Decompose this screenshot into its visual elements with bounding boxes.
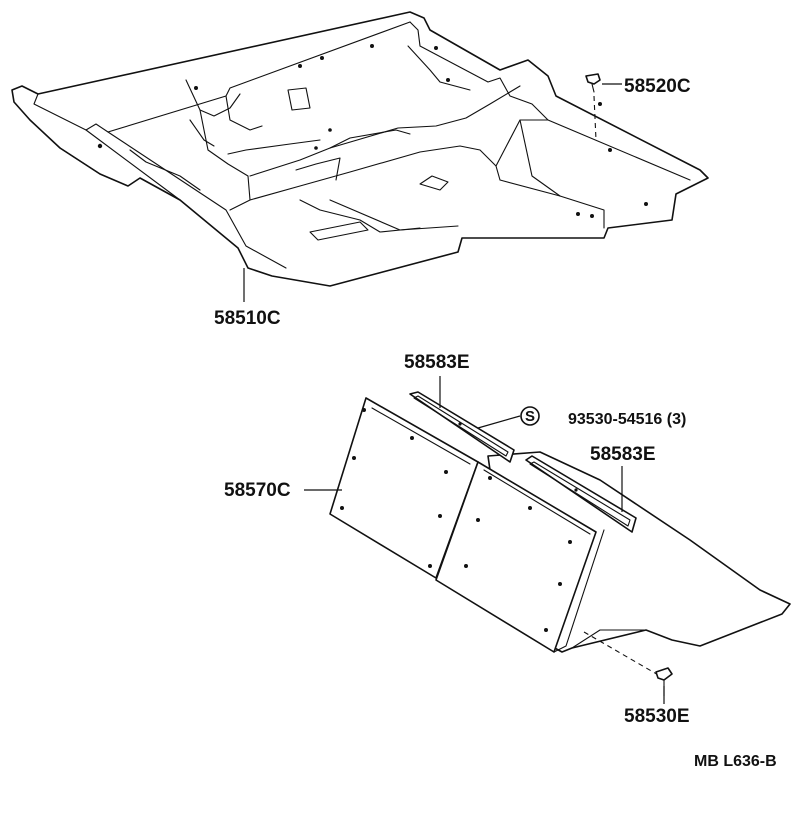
label-58520C: 58520C <box>624 76 691 97</box>
ref-code: MB L636-B <box>694 753 777 770</box>
label-58570C: 58570C <box>224 480 291 501</box>
panel-assembly-58570C <box>329 397 791 653</box>
screw-callout <box>477 406 540 429</box>
label-screw-symbol: S <box>525 408 535 425</box>
label-58510C: 58510C <box>214 308 281 329</box>
rail-right-58583E <box>525 455 637 533</box>
floor-pan-58510C <box>11 11 709 287</box>
label-58583E-upper: 58583E <box>404 352 470 373</box>
label-93530-54516: 93530-54516 (3) <box>568 411 686 428</box>
label-58583E-right: 58583E <box>590 444 656 465</box>
label-58530E: 58530E <box>624 706 690 727</box>
rail-upper-58583E <box>409 376 515 463</box>
clip-58530E <box>583 631 673 704</box>
plug-58520C <box>585 73 622 141</box>
